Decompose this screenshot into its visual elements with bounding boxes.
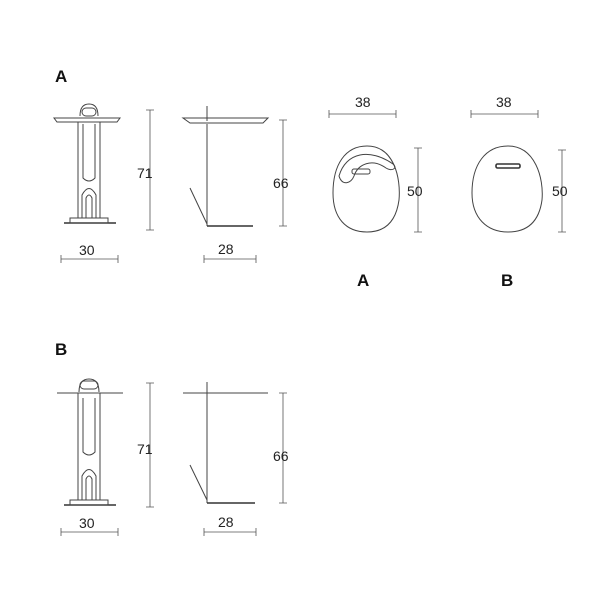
- a-front-view: [53, 103, 121, 224]
- svg-text:50: 50: [552, 183, 568, 199]
- svg-text:50: 50: [407, 183, 423, 199]
- a-side-view: [181, 106, 270, 227]
- svg-text:71: 71: [137, 441, 153, 457]
- a-side-width-dimension: 28: [203, 241, 257, 263]
- b-front-view: [57, 378, 123, 506]
- a-side-height-dimension: 66: [273, 119, 289, 227]
- svg-text:71: 71: [137, 165, 153, 181]
- top-view-b-caption: B: [501, 271, 513, 290]
- b-side-height-dimension: 66: [273, 392, 289, 504]
- svg-text:30: 30: [79, 515, 95, 531]
- a-front-width-dimension: 30: [60, 242, 119, 263]
- svg-text:28: 28: [218, 514, 234, 530]
- section-a-label: A: [55, 67, 67, 86]
- svg-text:30: 30: [79, 242, 95, 258]
- b-side-width-dimension: 28: [203, 514, 257, 536]
- section-b-label: B: [55, 340, 67, 359]
- b-front-width-dimension: 30: [60, 515, 119, 536]
- svg-text:38: 38: [355, 94, 371, 110]
- top-view-a: 38 50: [328, 94, 423, 233]
- svg-text:66: 66: [273, 448, 289, 464]
- svg-text:38: 38: [496, 94, 512, 110]
- svg-text:66: 66: [273, 175, 289, 191]
- a-front-height-dimension: 71: [137, 109, 154, 231]
- svg-text:28: 28: [218, 241, 234, 257]
- top-view-a-caption: A: [357, 271, 369, 290]
- b-side-view: [183, 382, 268, 504]
- b-front-height-dimension: 71: [137, 382, 154, 508]
- top-view-b: 38 50: [470, 94, 568, 233]
